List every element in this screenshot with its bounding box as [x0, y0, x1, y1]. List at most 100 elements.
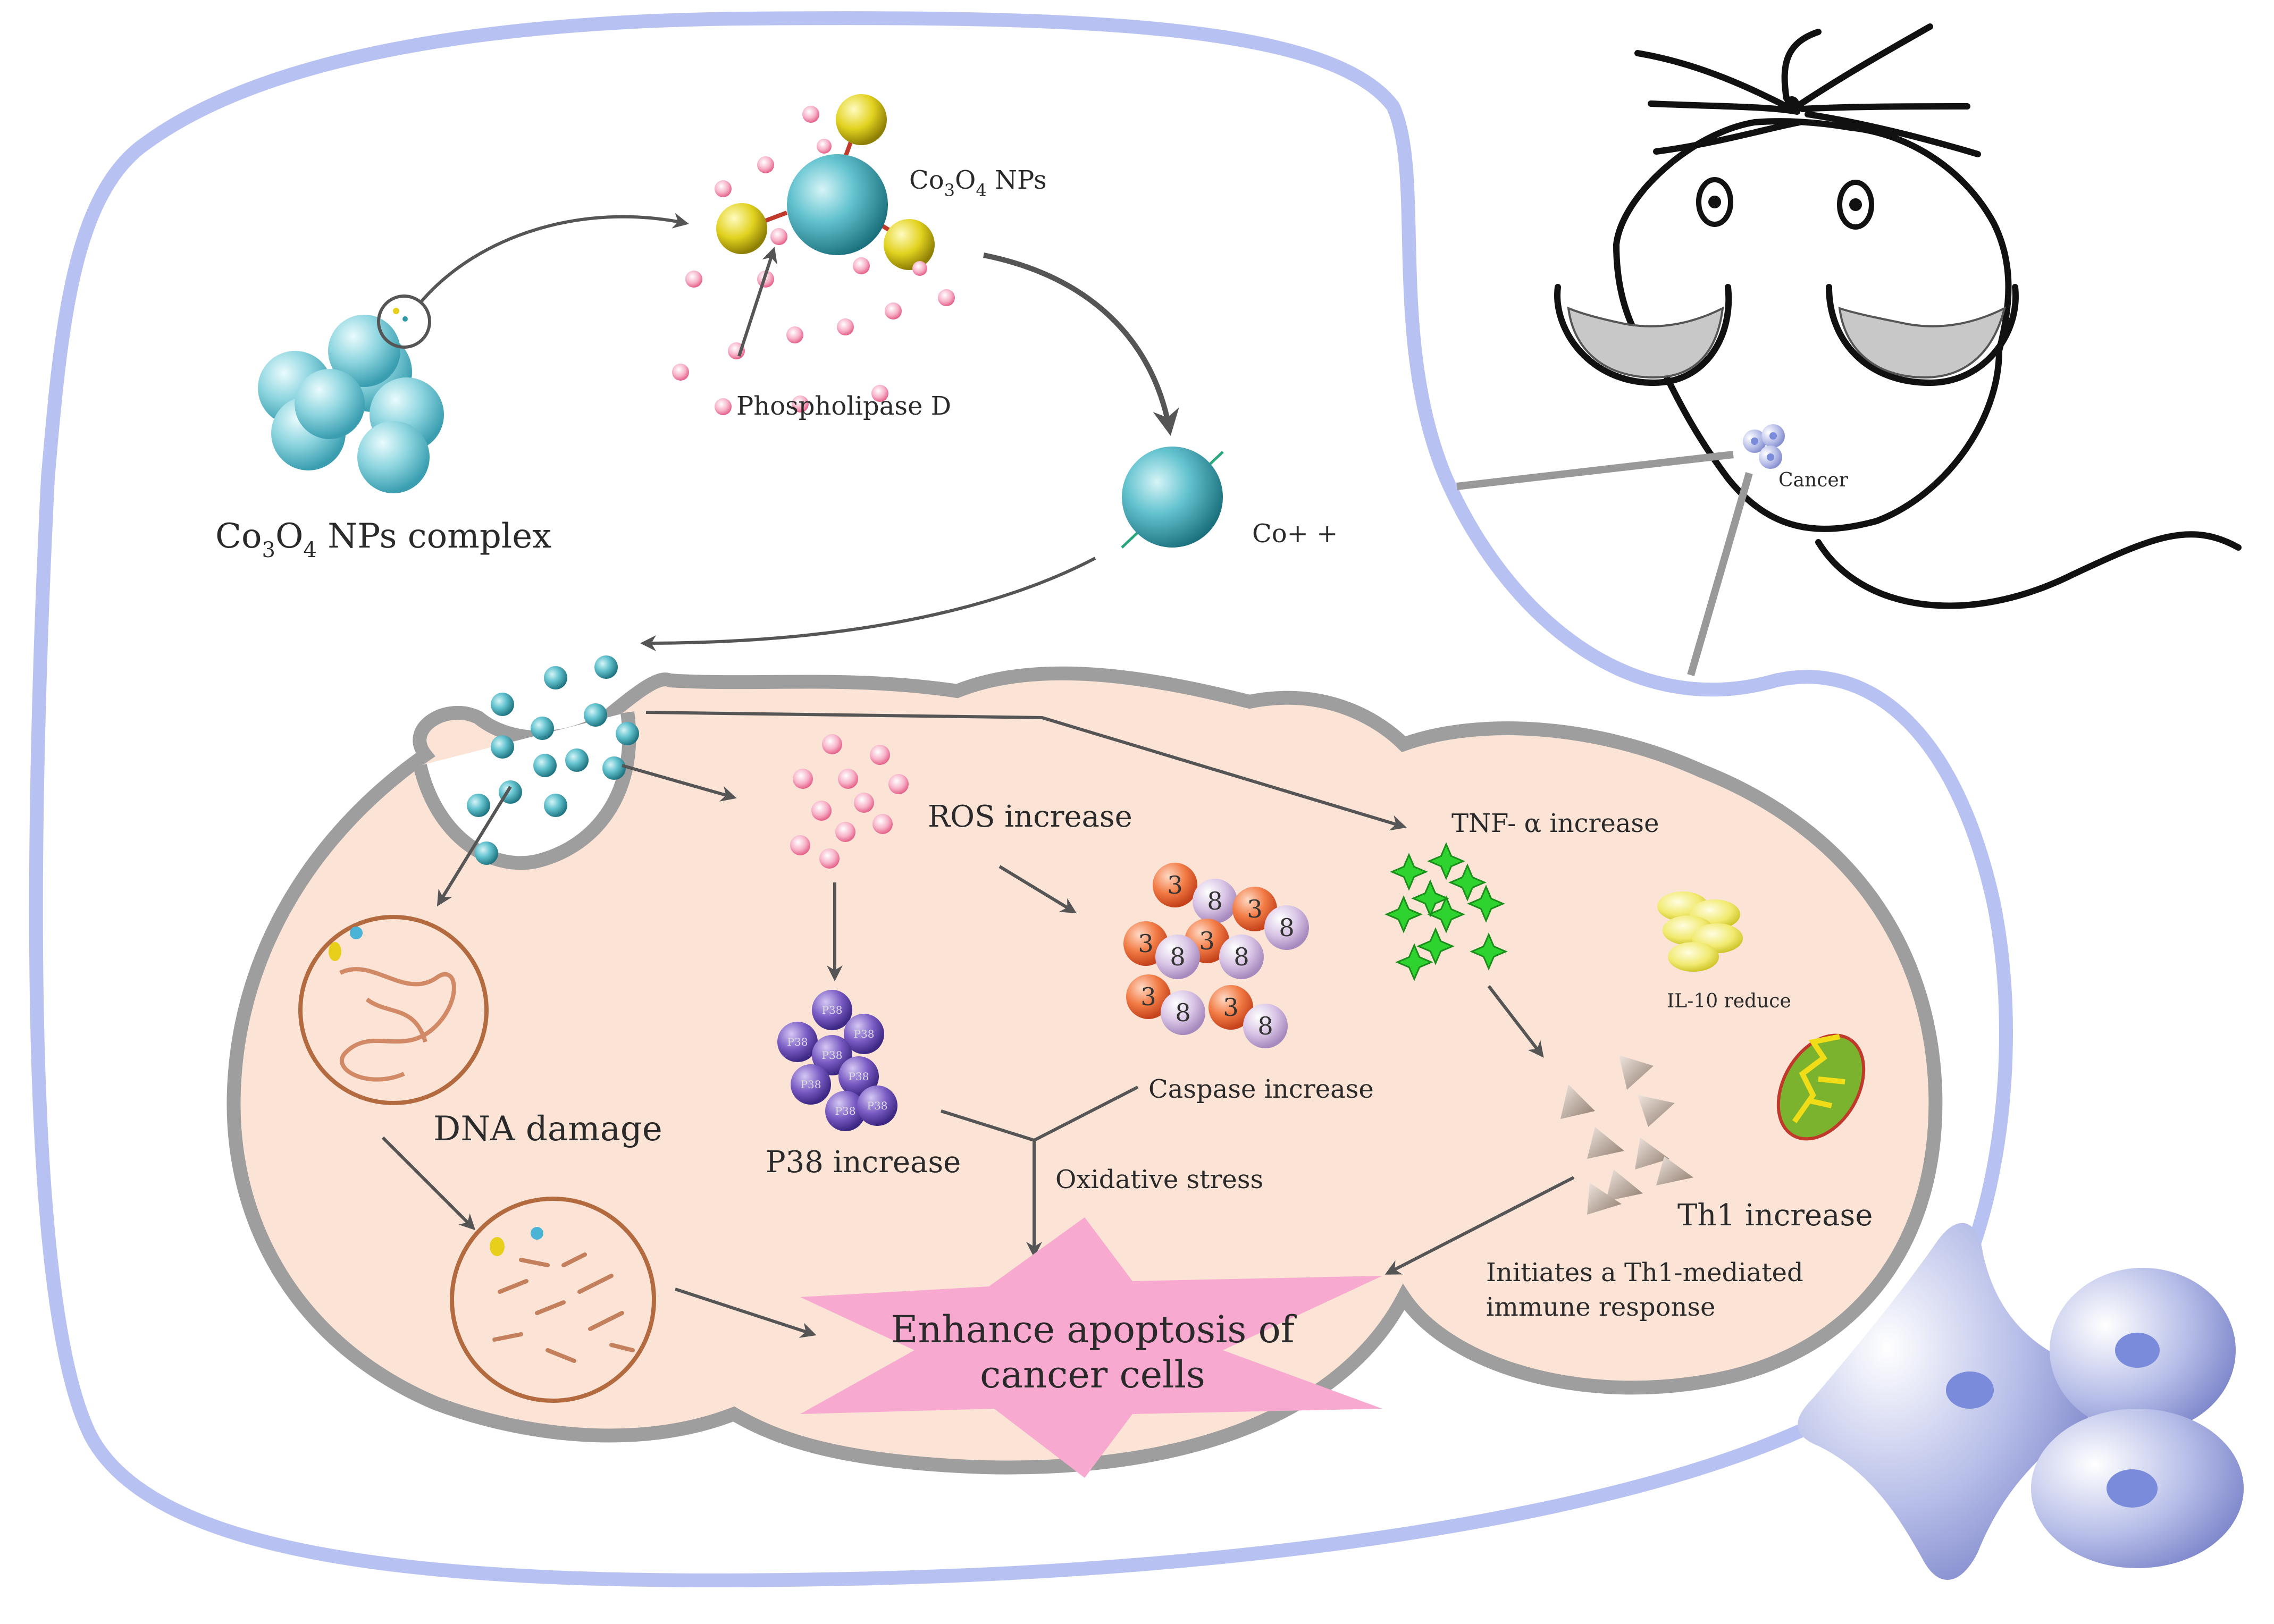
- caspase-ball-label: 3: [1167, 871, 1182, 899]
- phospholipase-label: Phospholipase D: [736, 391, 951, 421]
- caspase-ball-label: 8: [1279, 913, 1294, 942]
- tnf-label: TNF- α increase: [1451, 809, 1659, 838]
- caspase-ball: [1219, 935, 1264, 979]
- p38-ball-label: P38: [801, 1078, 821, 1091]
- arrow-to-ros: [622, 764, 737, 802]
- cancer-pointer-vertical: [1687, 472, 1753, 676]
- arrow-to-tnf: [645, 711, 1407, 831]
- p38-ball-label: P38: [822, 1049, 843, 1062]
- arrow-phospholipase-to-np: [737, 247, 777, 357]
- tnf-star: [1427, 842, 1465, 880]
- ros-label: ROS increase: [928, 800, 1132, 834]
- apoptosis-line1: Enhance apoptosis of: [891, 1308, 1297, 1351]
- caspase-ball: [1193, 879, 1237, 923]
- p38-ball-label: P38: [854, 1028, 875, 1040]
- co-ion: [1121, 447, 1224, 549]
- apoptosis-line2: cancer cells: [980, 1353, 1205, 1396]
- il10-label: IL-10 reduce: [1667, 990, 1791, 1012]
- caspase-ball: [1155, 935, 1200, 979]
- caspase-ball: [1209, 985, 1253, 1030]
- th1-triangles: [1560, 1055, 1693, 1215]
- cancer-cells-large: [1798, 1223, 2244, 1580]
- caspase-ball-label: 3: [1138, 929, 1153, 958]
- p38-ball-label: P38: [835, 1105, 856, 1117]
- p38-label: P38 increase: [766, 1145, 961, 1180]
- tnf-star: [1470, 932, 1508, 971]
- il10-cluster: [1657, 891, 1743, 972]
- mitochondrion: [1776, 1033, 1866, 1141]
- nucleus-damaged: [450, 1197, 656, 1403]
- co-ion-label: Co+ +: [1252, 519, 1338, 549]
- mouse-head: [1613, 118, 2012, 532]
- caspase-ball-label: 8: [1170, 943, 1185, 971]
- tnf-star: [1448, 863, 1487, 902]
- apoptosis-star: [800, 1217, 1382, 1478]
- p38-ball: [812, 990, 852, 1030]
- outer-body-outline: [29, 11, 2013, 1587]
- tnf-star: [1390, 853, 1428, 891]
- arrow-ros-to-caspase: [998, 865, 1077, 914]
- p38-ball: [857, 1086, 897, 1126]
- caspase-ball-label: 3: [1247, 895, 1262, 923]
- arrow-ion-to-cell: [640, 557, 1096, 651]
- yellow-ligand-top: [836, 94, 887, 145]
- cancer-pointer-horizontal: [1456, 451, 1734, 490]
- yellow-ligand-left: [716, 203, 767, 254]
- tnf-star: [1416, 927, 1455, 965]
- mouse-whiskers: [1634, 23, 1981, 157]
- tnf-star: [1384, 895, 1423, 933]
- caspase-ball: [1153, 863, 1197, 907]
- cancer-cell-body: [226, 666, 1943, 1475]
- mouse-nose: [1784, 96, 1799, 111]
- mouse-pupil-left: [1708, 196, 1721, 208]
- nps-label: Co3O4 NPs: [909, 165, 1047, 200]
- p38-ball: [825, 1091, 866, 1131]
- mouse-pupil-right: [1849, 198, 1862, 211]
- caspase-ball-label: 3: [1223, 993, 1238, 1022]
- tnf-stars: [1384, 842, 1508, 981]
- p38-ball-label: P38: [867, 1099, 888, 1112]
- th1-label: Th1 increase: [1677, 1198, 1873, 1233]
- arrow-th1-to-apoptosis: [1384, 1176, 1575, 1275]
- caspase-ball-label: 8: [1257, 1012, 1273, 1040]
- th1-response-line2: immune response: [1486, 1292, 1715, 1322]
- p38-ball: [791, 1064, 831, 1105]
- tumor-cells-small: [1743, 424, 1785, 469]
- co3o4-np: [716, 94, 935, 270]
- mouse-illustration: [1554, 23, 2242, 609]
- arrow-dna-down: [381, 1136, 476, 1231]
- caspase-ball: [1126, 974, 1171, 1019]
- p38-ball: [777, 1022, 818, 1062]
- mouse-ear-right-inner: [1838, 306, 2006, 379]
- th1-response-line1: Initiates a Th1-mediated: [1486, 1258, 1803, 1288]
- arrow-np-to-ion: [983, 253, 1179, 436]
- ion-particles: [467, 655, 639, 865]
- arrow-damage-to-apoptosis: [675, 1288, 817, 1338]
- nps-complex-cluster: [258, 294, 444, 493]
- cancer-tag-label: Cancer: [1778, 469, 1849, 491]
- caspase-ball: [1264, 905, 1309, 950]
- caspase-ball-label: 8: [1207, 887, 1222, 915]
- caspase-ball: [1243, 1004, 1288, 1048]
- tnf-star: [1427, 895, 1465, 933]
- caspase-label: Caspase increase: [1148, 1074, 1374, 1104]
- mouse-ear-left: [1554, 284, 1732, 386]
- oxidative-label: Oxidative stress: [1055, 1165, 1263, 1194]
- tnf-star: [1467, 885, 1505, 923]
- mouse-ear-left-inner: [1567, 306, 1724, 379]
- caspase-ball: [1161, 990, 1205, 1035]
- caspase-ball-label: 8: [1234, 943, 1249, 971]
- dna-label: DNA damage: [433, 1109, 662, 1149]
- p38-ball-label: P38: [787, 1036, 808, 1048]
- nucleus-intact: [298, 915, 489, 1105]
- mouse-ear-right: [1826, 284, 2019, 386]
- p38-ball: [838, 1056, 879, 1097]
- yellow-ligand-right: [884, 219, 935, 270]
- p38-ball: [844, 1014, 884, 1054]
- caspase-ball-label: 3: [1199, 927, 1214, 955]
- caspase-ball-label: 8: [1175, 998, 1190, 1027]
- oxidative-stress-junction: [941, 1086, 1139, 1255]
